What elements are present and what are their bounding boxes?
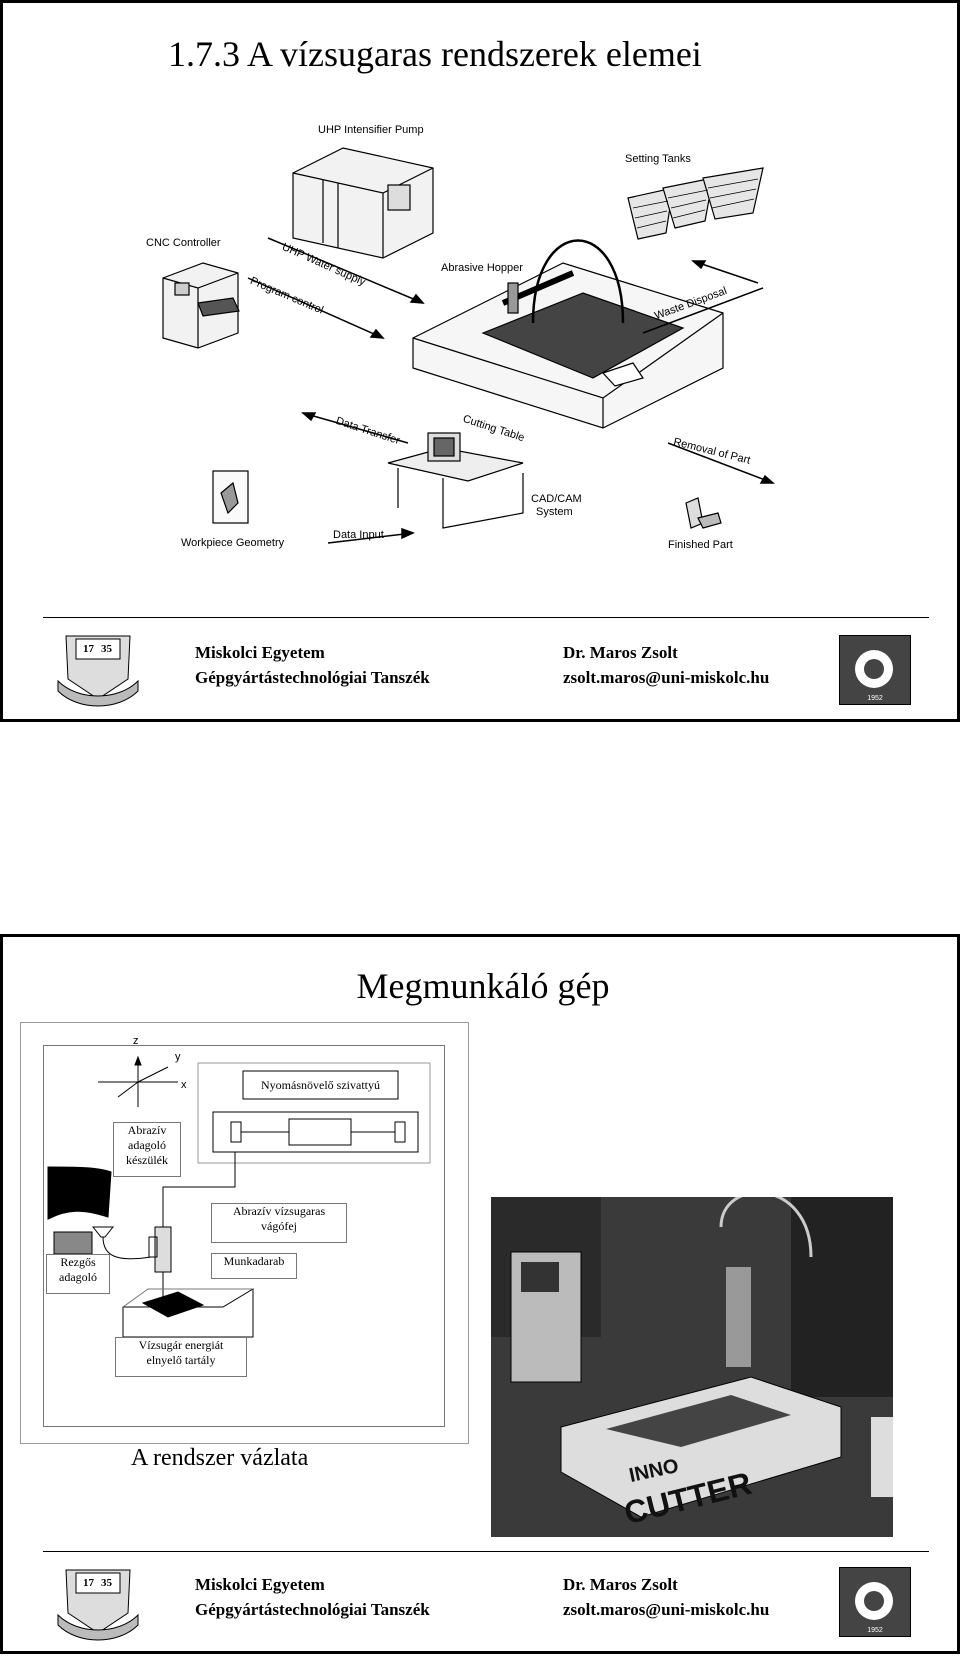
- label-abraziv-1: Abrazív: [114, 1123, 180, 1138]
- label-data-input: Data Input: [333, 529, 384, 541]
- label-tank-1: Vízsugár energiát: [116, 1338, 246, 1353]
- label-head-1: Abrazív vízsugaras: [212, 1204, 346, 1219]
- footer-divider: [43, 617, 929, 618]
- logo-year: 1952: [840, 1627, 910, 1634]
- axis-z: z: [133, 1035, 139, 1047]
- label-finished-part: Finished Part: [668, 539, 733, 551]
- footer-email: zsolt.maros@uni-miskolc.hu: [563, 668, 769, 688]
- footer-email: zsolt.maros@uni-miskolc.hu: [563, 1600, 769, 1620]
- slide-2: Megmunkáló gép: [0, 934, 960, 1654]
- footer-university: Miskolci Egyetem: [195, 643, 325, 663]
- catcher-tank-box: Vízsugár energiát elnyelő tartály: [115, 1337, 247, 1377]
- footer-department: Gépgyártástechnológiai Tanszék: [195, 668, 430, 688]
- label-rezgo-2: adagoló: [47, 1270, 109, 1285]
- label-head-2: vágófej: [212, 1219, 346, 1234]
- label-workpiece-geometry: Workpiece Geometry: [181, 537, 284, 549]
- footer-author: Dr. Maros Zsolt: [563, 643, 678, 663]
- workpiece-box: Munkadarab: [211, 1253, 297, 1279]
- slide-1: 1.7.3 A vízsugaras rendszerek elemei: [0, 0, 960, 722]
- label-cnc-controller: CNC Controller: [146, 237, 221, 249]
- seal-year-right: 35: [101, 643, 112, 655]
- label-abraziv-2: adagoló: [114, 1138, 180, 1153]
- seal-year-right: 35: [101, 1577, 112, 1589]
- machine-photo: INNO CUTTER: [491, 1197, 893, 1537]
- footer-author: Dr. Maros Zsolt: [563, 1575, 678, 1595]
- axis-x: x: [181, 1079, 187, 1091]
- vibrating-feeder-box: Rezgős adagoló: [46, 1254, 110, 1294]
- abrasive-feeder-box: Abrazív adagoló készülék: [113, 1122, 181, 1177]
- caption: A rendszer vázlata: [131, 1445, 308, 1472]
- department-logo-icon: 1952: [839, 635, 911, 705]
- logo-year: 1952: [840, 695, 910, 702]
- department-logo-icon: 1952: [839, 1567, 911, 1637]
- footer-university: Miskolci Egyetem: [195, 1575, 325, 1595]
- waterjet-system-diagram: [3, 3, 960, 563]
- label-munkadarab: Munkadarab: [212, 1254, 296, 1269]
- label-rezgo-1: Rezgős: [47, 1255, 109, 1270]
- footer-department: Gépgyártástechnológiai Tanszék: [195, 1600, 430, 1620]
- label-cadcam-1: CAD/CAM: [531, 493, 582, 505]
- label-pump: Nyomásnövelő szivattyú: [243, 1078, 398, 1093]
- label-setting-tanks: Setting Tanks: [625, 153, 691, 165]
- label-tank-2: elnyelő tartály: [116, 1353, 246, 1368]
- axis-y: y: [175, 1051, 181, 1063]
- seal-year-left: 17: [83, 1577, 94, 1589]
- label-cadcam-2: System: [536, 506, 573, 518]
- seal-year-left: 17: [83, 643, 94, 655]
- footer-divider: [43, 1551, 929, 1552]
- cutting-head-box: Abrazív vízsugaras vágófej: [211, 1203, 347, 1243]
- label-abrasive-hopper: Abrasive Hopper: [441, 262, 523, 274]
- label-uhp-pump: UHP Intensifier Pump: [318, 124, 424, 136]
- label-abraziv-3: készülék: [114, 1153, 180, 1168]
